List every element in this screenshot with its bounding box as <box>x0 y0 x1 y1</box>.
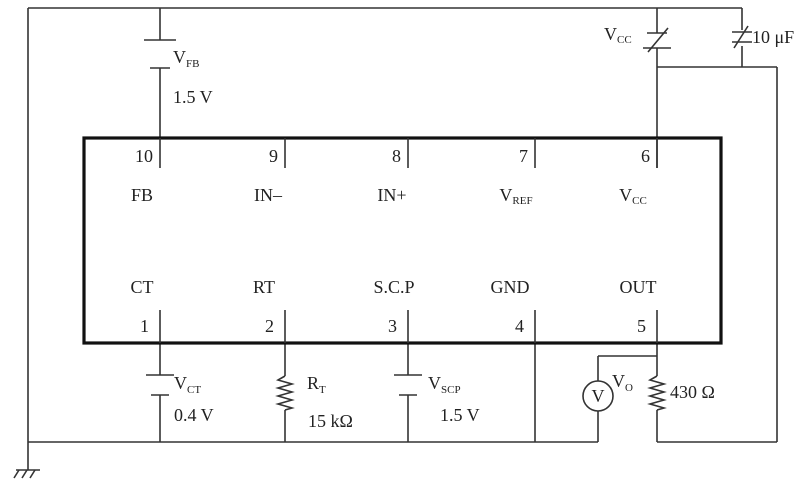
pin-name-vref: VREF <box>499 185 532 207</box>
pin-number-1: 1 <box>140 316 149 336</box>
pin-number-4: 4 <box>515 316 524 336</box>
top-pin-names: FB IN– IN+ VREF VCC <box>131 185 647 207</box>
vct-label: VCT <box>174 373 201 396</box>
capacitor-10uf <box>732 25 752 49</box>
bottom-pin-stubs <box>159 310 658 343</box>
pin-number-8: 8 <box>392 146 401 166</box>
ground-icon <box>13 469 40 479</box>
voltmeter-icon <box>582 380 614 412</box>
load-resistor-value: 430 Ω <box>670 382 715 402</box>
ground-hatch-1 <box>13 469 20 479</box>
vct-battery <box>146 374 174 396</box>
vscp-label: VSCP <box>428 373 461 396</box>
vfb-battery <box>144 39 176 69</box>
capacitor-value: 10 μF <box>752 27 794 47</box>
capacitor-arrow <box>733 25 749 49</box>
vfb-value: 1.5 V <box>173 87 213 107</box>
pin-number-2: 2 <box>265 316 274 336</box>
vcc-label: VCC <box>604 24 632 46</box>
top-pin-numbers: 10 9 8 7 6 <box>135 146 650 166</box>
ground-hatch-2 <box>21 469 28 479</box>
pin-number-7: 7 <box>519 146 528 166</box>
vscp-battery <box>394 374 422 396</box>
ground-hatch-3 <box>29 469 36 479</box>
voltmeter-symbol: V <box>592 386 605 406</box>
pin-number-3: 3 <box>388 316 397 336</box>
wires <box>27 7 778 470</box>
rt-label: RT <box>307 373 326 396</box>
vcc-variable-source <box>643 27 671 53</box>
pin-name-out: OUT <box>620 277 657 297</box>
vscp-value: 1.5 V <box>440 405 480 425</box>
pin-number-6: 6 <box>641 146 650 166</box>
load-resistor <box>647 375 667 411</box>
bottom-pin-numbers: 1 2 3 4 5 <box>140 316 646 336</box>
pin-number-5: 5 <box>637 316 646 336</box>
pin-name-in-plus: IN+ <box>377 185 406 205</box>
vfb-label: VFB <box>173 47 199 70</box>
rt-value: 15 kΩ <box>308 411 353 431</box>
vct-value: 0.4 V <box>174 405 214 425</box>
pin-name-scp: S.C.P <box>373 277 414 297</box>
pin-name-vcc: VCC <box>619 185 647 207</box>
bottom-pin-names: CT RT S.C.P GND OUT <box>130 277 656 297</box>
pin-name-rt: RT <box>253 277 275 297</box>
pin-name-fb: FB <box>131 185 153 205</box>
pin-name-in-minus: IN– <box>254 185 283 205</box>
pin-number-9: 9 <box>269 146 278 166</box>
pin-name-gnd: GND <box>491 277 530 297</box>
vo-label: VO <box>612 371 633 394</box>
ic-package <box>82 136 723 345</box>
top-pin-stubs <box>159 138 658 168</box>
pin-number-10: 10 <box>135 146 153 166</box>
pin-name-ct: CT <box>130 277 153 297</box>
vcc-source-arrow <box>647 27 669 53</box>
rt-resistor <box>275 375 295 411</box>
